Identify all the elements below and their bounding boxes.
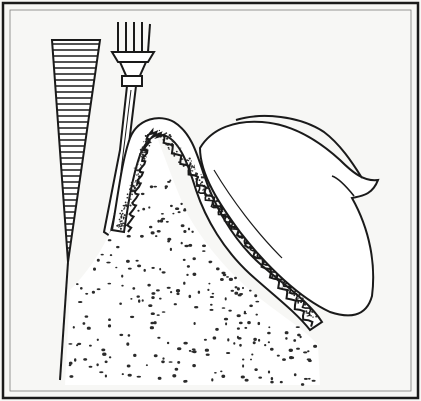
illustration-frame: [0, 0, 421, 401]
dental-illustration: [0, 0, 421, 401]
